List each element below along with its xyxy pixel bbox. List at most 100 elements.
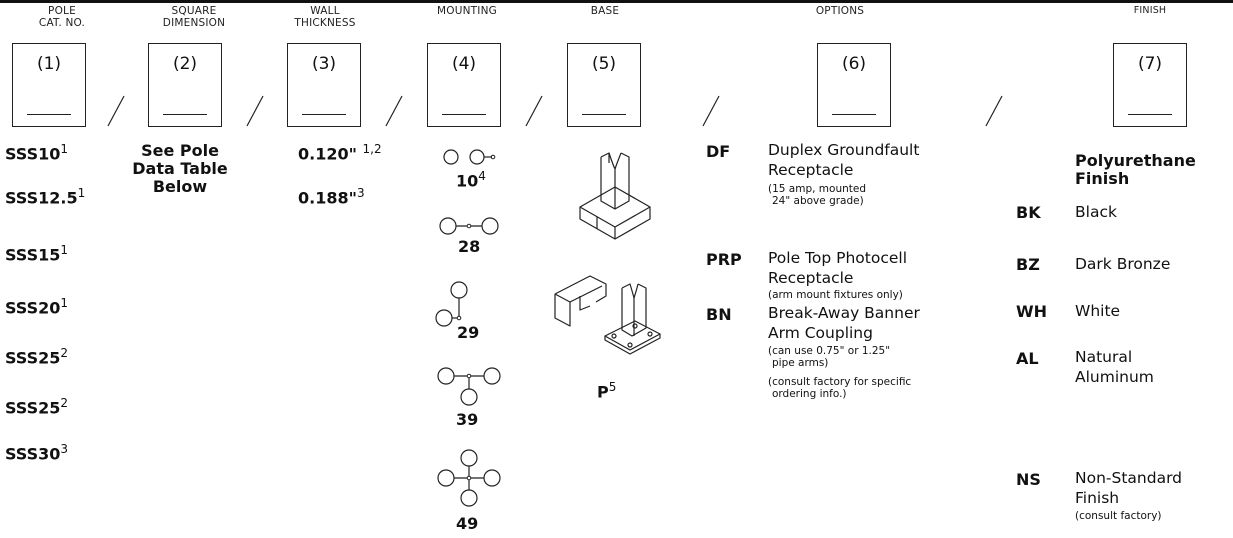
- blank-line: [442, 114, 486, 115]
- separator-slash: [385, 95, 403, 127]
- header-wall-thickness: WALL THICKNESS: [280, 5, 370, 29]
- pole-cat-item: SSS12.51: [5, 186, 85, 207]
- mounting-39-diagram: [437, 367, 501, 406]
- option-code: BN: [706, 305, 732, 324]
- finish-note: (consult factory): [1075, 510, 1162, 522]
- footnote: 3: [60, 442, 69, 456]
- header-line: CAT. NO.: [38, 17, 86, 29]
- field-box-4[interactable]: (4): [427, 43, 501, 127]
- box-number: (4): [451, 54, 477, 74]
- wall-value: 0.188": [298, 188, 357, 208]
- pole-cat-item: SSS252: [5, 346, 68, 367]
- text-line: See Pole: [141, 141, 219, 160]
- mounting-10-diagram: [443, 149, 496, 165]
- text-line: Pole Top Photocell: [768, 249, 908, 267]
- text-line: Duplex Groundfault: [768, 141, 920, 159]
- footnote: 2: [60, 396, 69, 410]
- pole-code: SSS10: [5, 144, 61, 164]
- text-line: Finish: [1075, 489, 1120, 507]
- separator-slash: [985, 95, 1003, 127]
- pole-code: SSS30: [5, 444, 61, 464]
- option-description: Pole Top Photocell Receptacle: [768, 248, 907, 288]
- finish-code: BZ: [1016, 255, 1040, 274]
- separator-slash: [246, 95, 264, 127]
- header-pole-cat-no: POLE CAT. NO.: [22, 5, 102, 29]
- blank-line: [1128, 114, 1172, 115]
- wall-value: 0.120": [298, 144, 357, 164]
- finish-description: Dark Bronze: [1075, 255, 1171, 273]
- text-line: Receptacle: [768, 269, 854, 287]
- header-mounting: MOUNTING: [437, 5, 497, 17]
- pole-code: SSS25: [5, 348, 61, 368]
- header-line: THICKNESS: [294, 17, 356, 29]
- text-line: pipe arms): [772, 357, 829, 369]
- text-line: Receptacle: [768, 161, 854, 179]
- text-line: (can use 0.75" or 1.25": [768, 345, 891, 357]
- box-number: (2): [172, 54, 198, 74]
- footnote: 4: [478, 169, 486, 183]
- pole-cat-item: SSS252: [5, 396, 68, 417]
- separator-slash: [525, 95, 543, 127]
- text-line: 24" above grade): [772, 195, 864, 207]
- finish-description: Black: [1075, 203, 1117, 221]
- mounting-code: 39: [456, 410, 479, 429]
- mounting-code: 49: [456, 514, 479, 533]
- pole-code: SSS25: [5, 398, 61, 418]
- top-rule: [0, 0, 1233, 3]
- footnote: 1: [60, 243, 69, 257]
- finish-code: BK: [1016, 203, 1041, 222]
- text-line: Finish: [1075, 169, 1130, 188]
- finish-code: WH: [1016, 302, 1048, 321]
- box-number: (6): [841, 54, 867, 74]
- box-number: (5): [591, 54, 617, 74]
- option-description: Break-Away Banner Arm Coupling: [768, 303, 920, 343]
- mounting-29-diagram: [435, 281, 468, 327]
- text-line: Arm Coupling: [768, 324, 873, 342]
- header-line: DIMENSION: [162, 17, 226, 29]
- box-number: (1): [36, 54, 62, 74]
- wall-thickness-item: 0.120" 1,2: [298, 142, 382, 163]
- text-line: ordering info.): [772, 388, 847, 400]
- text-line: Polyurethane: [1075, 151, 1196, 170]
- mounting-code: 104: [456, 169, 486, 190]
- field-box-1[interactable]: (1): [12, 43, 86, 127]
- field-box-5[interactable]: (5): [567, 43, 641, 127]
- option-note: (15 amp, mounted 24" above grade): [768, 183, 866, 207]
- pole-code: SSS15: [5, 245, 61, 265]
- option-note: (can use 0.75" or 1.25" pipe arms): [768, 345, 890, 369]
- header-line: POLE: [48, 5, 76, 17]
- footnote: 1: [60, 296, 69, 310]
- wall-thickness-item: 0.188"3: [298, 186, 365, 207]
- field-box-3[interactable]: (3): [287, 43, 361, 127]
- footnote: 1,2: [362, 142, 382, 156]
- base-letter: P: [597, 382, 609, 402]
- base-plate-drawing: [554, 275, 661, 355]
- pole-cat-item: SSS303: [5, 442, 68, 463]
- blank-line: [302, 114, 346, 115]
- footnote: 1: [60, 142, 69, 156]
- field-box-6[interactable]: (6): [817, 43, 891, 127]
- header-finish: FINISH: [1133, 5, 1167, 16]
- blank-line: [582, 114, 626, 115]
- finish-title: Polyurethane Finish: [1075, 152, 1196, 188]
- option-note: (consult factory for specific ordering i…: [768, 376, 911, 400]
- option-note: (arm mount fixtures only): [768, 289, 903, 301]
- field-box-7[interactable]: (7): [1113, 43, 1187, 127]
- header-line: SQUARE: [171, 5, 217, 17]
- footnote: 5: [608, 380, 617, 394]
- mounting-code: 29: [457, 323, 480, 342]
- field-box-2[interactable]: (2): [148, 43, 222, 127]
- text-line: Data Table: [132, 159, 228, 178]
- finish-description: Non-Standard Finish: [1075, 468, 1182, 508]
- footnote: 3: [356, 186, 365, 200]
- option-code: PRP: [706, 250, 742, 269]
- blank-line: [832, 114, 876, 115]
- blank-line: [27, 114, 71, 115]
- pole-code: SSS12.5: [5, 188, 78, 208]
- text-line: Natural: [1075, 348, 1133, 366]
- mounting-number: 10: [456, 171, 479, 191]
- text-line: Break-Away Banner: [768, 304, 920, 322]
- finish-description: Natural Aluminum: [1075, 347, 1154, 387]
- footnote: 2: [60, 346, 69, 360]
- header-square-dimension: SQUARE DIMENSION: [144, 5, 244, 29]
